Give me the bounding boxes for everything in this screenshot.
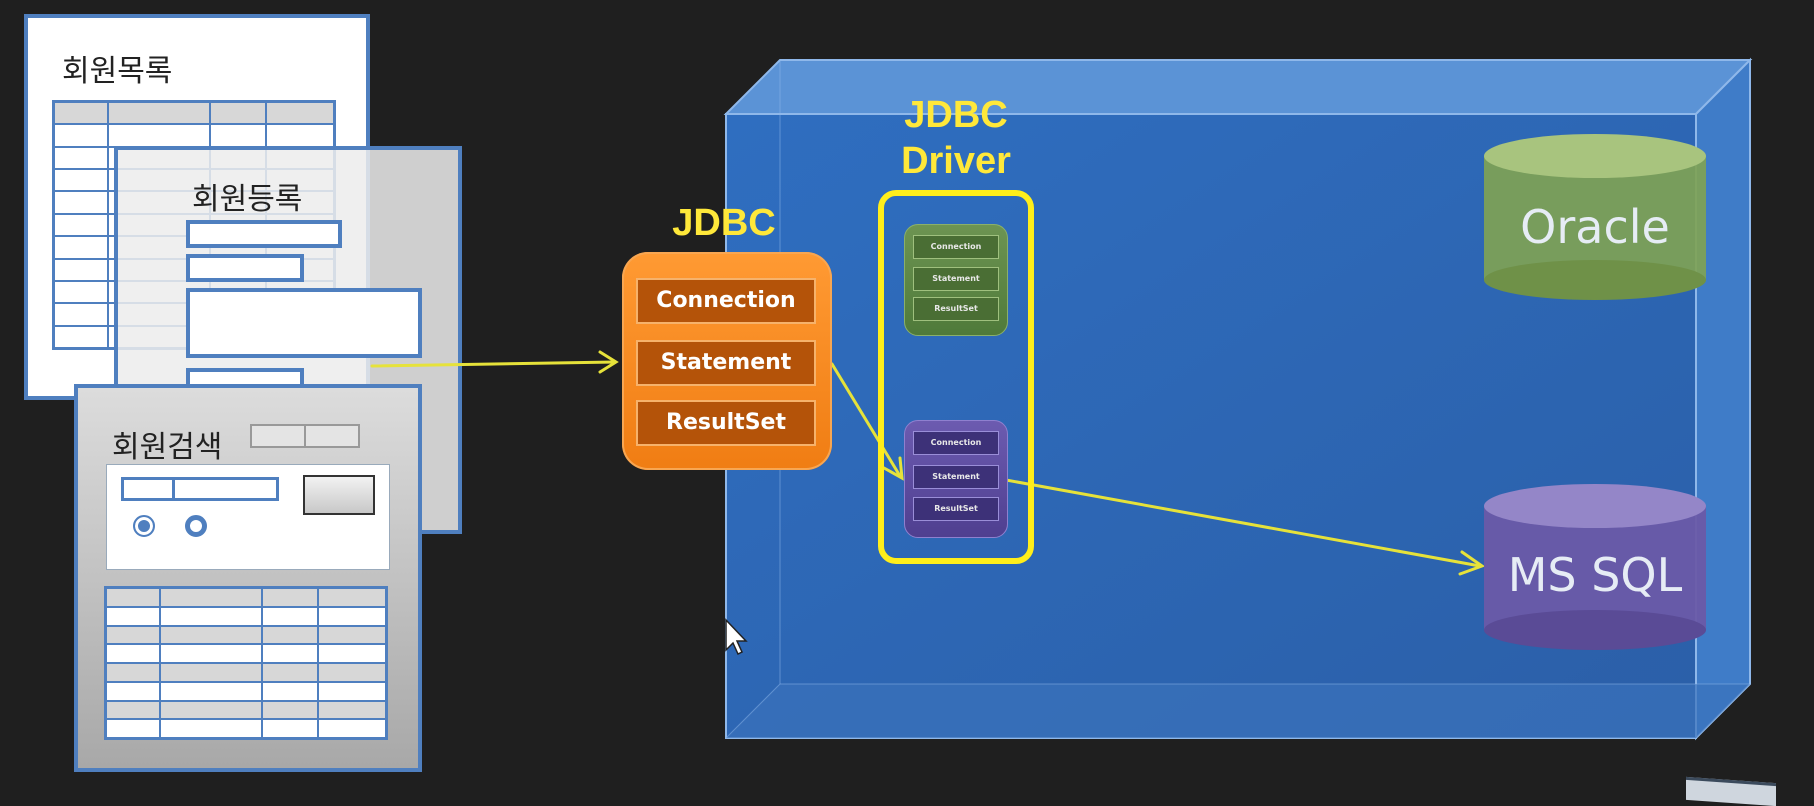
jdbc-resultset: ResultSet xyxy=(636,400,816,446)
search-input xyxy=(121,477,279,501)
search-tab-buttons xyxy=(250,424,360,448)
mssql-driver-connection: Connection xyxy=(913,431,999,455)
corner-window-fragment xyxy=(1686,776,1776,806)
driver-label-line2: Driver xyxy=(901,140,1011,182)
member-register-title: 회원등록 xyxy=(192,182,303,217)
jdbc-statement: Statement xyxy=(636,340,816,386)
jdbc-api-box: Connection Statement ResultSet xyxy=(622,252,832,470)
member-search-table xyxy=(104,586,388,740)
oracle-driver-statement: Statement xyxy=(913,267,999,291)
mssql-driver-resultset: ResultSet xyxy=(913,497,999,521)
mssql-label: MS SQL xyxy=(1507,548,1683,602)
radio-icon-selected xyxy=(133,515,155,537)
register-textarea xyxy=(186,288,422,358)
oracle-driver-connection: Connection xyxy=(913,235,999,259)
oracle-cylinder xyxy=(1484,134,1706,300)
jdbc-driver-highlight xyxy=(878,190,1034,564)
search-form-area xyxy=(106,464,390,570)
mssql-driver-box: Connection Statement ResultSet xyxy=(904,420,1008,538)
search-button xyxy=(303,475,375,515)
member-search-title: 회원검색 xyxy=(112,430,223,465)
jdbc-label: JDBC xyxy=(672,202,776,244)
member-search-screen: 회원검색 xyxy=(74,384,422,772)
register-field-2 xyxy=(186,254,304,282)
member-list-title: 회원목록 xyxy=(62,54,173,89)
oracle-driver-box: Connection Statement ResultSet xyxy=(904,224,1008,336)
oracle-driver-resultset: ResultSet xyxy=(913,297,999,321)
driver-label-line1: JDBC xyxy=(904,94,1008,136)
radio-icon-unselected xyxy=(185,515,207,537)
mssql-cylinder xyxy=(1484,484,1706,650)
register-field-1 xyxy=(186,220,342,248)
jdbc-connection: Connection xyxy=(636,278,816,324)
oracle-label: Oracle xyxy=(1520,200,1670,254)
mssql-driver-statement: Statement xyxy=(913,465,999,489)
